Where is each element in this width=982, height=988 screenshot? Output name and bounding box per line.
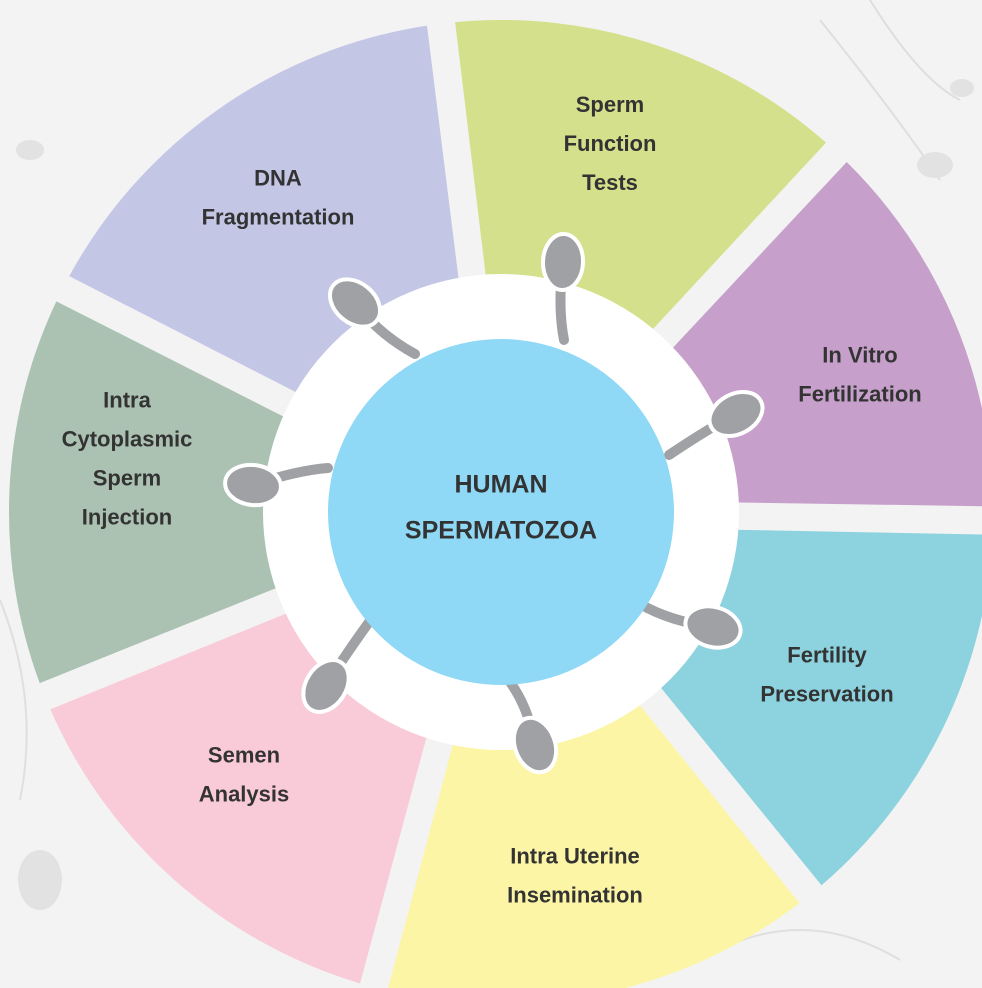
- segment-label-fertility-preservation-line2: Preservation: [760, 681, 893, 706]
- segment-icsi: [8, 301, 318, 684]
- segment-label-semen-analysis-line1: Semen: [208, 742, 280, 767]
- segment-label-icsi-line3: Sperm: [93, 465, 161, 490]
- segment-label-icsi-line2: Cytoplasmic: [62, 426, 193, 451]
- segment-label-semen-analysis-line2: Analysis: [199, 781, 290, 806]
- sperm-icon: [664, 389, 765, 460]
- segment-label-intra-uterine-insemination-line1: Intra Uterine: [510, 843, 640, 868]
- segment-label-in-vitro-fertilization-line1: In Vitro: [822, 342, 897, 367]
- segment-label-sperm-function-tests-line2: Function: [564, 131, 657, 156]
- center-circle: [328, 339, 674, 685]
- center-title-line2: SPERMATOZOA: [405, 517, 597, 545]
- sperm-icon: [301, 613, 377, 714]
- segment-intra-uterine-insemination: [388, 675, 800, 988]
- center-title-line1: HUMAN: [454, 471, 547, 499]
- sperm-icon: [505, 677, 559, 775]
- segment-label-dna-fragmentation-line1: DNA: [254, 165, 302, 190]
- segment-label-icsi-line1: Intra: [103, 387, 151, 412]
- sperm-icon: [223, 462, 333, 508]
- sperm-icon: [327, 277, 420, 359]
- sperm-icon: [635, 599, 743, 650]
- segment-label-dna-fragmentation-line2: Fragmentation: [202, 204, 355, 229]
- sperm-icons: [223, 232, 765, 775]
- segment-label-icsi-line4: Injection: [82, 504, 172, 529]
- segment-label-in-vitro-fertilization-line2: Fertilization: [798, 381, 921, 406]
- segment-label-sperm-function-tests-line3: Tests: [582, 170, 638, 195]
- segment-label-fertility-preservation-line1: Fertility: [787, 642, 867, 667]
- segment-label-sperm-function-tests-line1: Sperm: [576, 92, 644, 117]
- sperm-icon: [540, 232, 586, 345]
- segment-label-intra-uterine-insemination-line2: Insemination: [507, 882, 643, 907]
